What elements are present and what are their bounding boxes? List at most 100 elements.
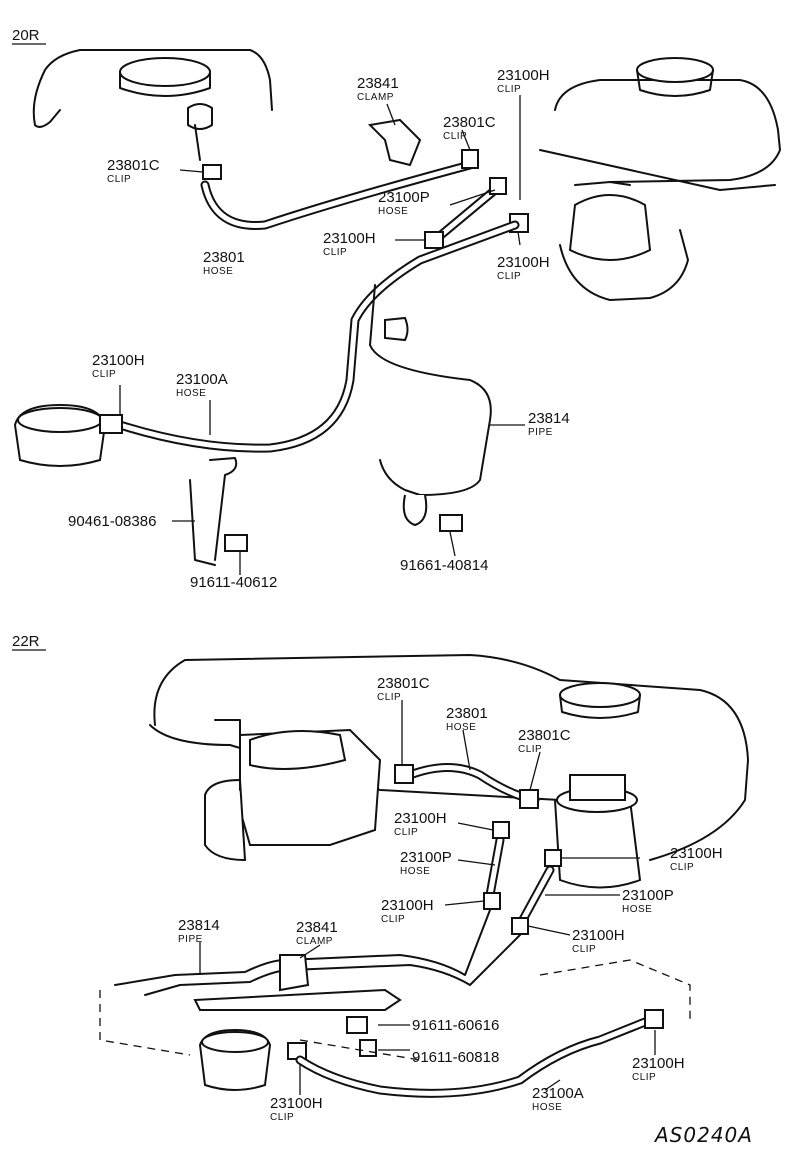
bolt-91661-40814-20r — [439, 514, 463, 532]
svg-text:CLIP: CLIP — [572, 944, 596, 955]
svg-text:23100H: 23100H — [92, 352, 145, 369]
svg-text:CLIP: CLIP — [670, 862, 694, 873]
label-23801c-clip-left-20r: 23801C CLIP — [107, 157, 160, 185]
label-23814-pipe-20r: 23814 PIPE — [528, 410, 570, 438]
svg-text:HOSE: HOSE — [400, 866, 430, 877]
pipe-23814-b-22r — [144, 934, 521, 996]
svg-text:23801: 23801 — [203, 249, 245, 266]
clip-23100h-b-22r — [483, 892, 501, 910]
label-23100a-hose-22r: 23100A HOSE — [532, 1085, 584, 1113]
leader-lines-22r — [199, 700, 656, 1095]
bolt-91611-60818-22r — [359, 1039, 377, 1057]
svg-text:CLIP: CLIP — [92, 369, 116, 380]
svg-text:23801C: 23801C — [518, 727, 571, 744]
svg-text:23814: 23814 — [528, 410, 570, 427]
pipe-lower-bracket-20r — [402, 494, 428, 527]
svg-text:23100P: 23100P — [378, 189, 430, 206]
clip-23100h-d-22r — [511, 917, 529, 935]
svg-text:23801: 23801 — [446, 705, 488, 722]
svg-text:CLIP: CLIP — [107, 174, 131, 185]
label-23100p-hose-left-22r: 23100P HOSE — [400, 849, 452, 877]
clip-23801c-left-22r — [394, 764, 414, 784]
label-23100h-clip-a-22r: 23100H CLIP — [394, 810, 447, 838]
svg-text:HOSE: HOSE — [203, 266, 233, 277]
svg-text:23100H: 23100H — [497, 254, 550, 271]
label-23100h-clip-e-22r: 23100H CLIP — [632, 1055, 685, 1083]
pipe-23814-20r — [369, 284, 492, 496]
section-label-22r: 22R — [12, 633, 40, 650]
pipe-bracket-20r — [384, 316, 409, 342]
label-91611-60818-22r: 91611-60818 — [412, 1049, 499, 1066]
svg-text:23100P: 23100P — [400, 849, 452, 866]
section-label-20r: 20R — [12, 27, 40, 44]
svg-text:CLIP: CLIP — [377, 692, 401, 703]
leader-lines-20r — [119, 95, 525, 575]
svg-text:23100H: 23100H — [394, 810, 447, 827]
label-23801-hose-20r: 23801 HOSE — [203, 249, 245, 277]
fuel-filter-20r — [13, 403, 123, 467]
svg-text:23801C: 23801C — [107, 157, 160, 174]
label-23100p-hose-20r: 23100P HOSE — [378, 189, 430, 217]
label-23100h-clip-top-20r: 23100H CLIP — [497, 67, 550, 95]
label-23100h-clip-filter-22r: 23100H CLIP — [270, 1095, 323, 1123]
svg-text:CLIP: CLIP — [518, 744, 542, 755]
svg-text:CLAMP: CLAMP — [296, 936, 333, 947]
svg-text:23100A: 23100A — [532, 1085, 584, 1102]
label-91661-40814-20r: 91661-40814 — [400, 557, 488, 574]
svg-text:PIPE: PIPE — [528, 427, 553, 438]
svg-text:23841: 23841 — [296, 919, 338, 936]
svg-text:HOSE: HOSE — [176, 388, 206, 399]
pipe-23814-a-22r — [114, 909, 491, 986]
svg-text:CLIP: CLIP — [323, 247, 347, 258]
label-23841-clamp-22r: 23841 CLAMP — [296, 919, 338, 947]
fuel-filter-22r — [198, 1028, 307, 1091]
svg-text:CLIP: CLIP — [270, 1112, 294, 1123]
clamp-23841-20r — [367, 118, 422, 167]
label-23814-pipe-22r: 23814 PIPE — [178, 917, 220, 945]
clamp-23841-22r — [279, 954, 310, 992]
fuel-tank-22r — [149, 654, 749, 861]
label-90461-08386-20r: 90461-08386 — [68, 513, 156, 530]
label-23100h-clip-right-20r: 23100H CLIP — [497, 254, 550, 282]
label-23100h-clip-left-20r: 23100H CLIP — [92, 352, 145, 380]
svg-text:HOSE: HOSE — [378, 206, 408, 217]
svg-text:23100A: 23100A — [176, 371, 228, 388]
svg-text:CLIP: CLIP — [497, 84, 521, 95]
clip-23100h-a-20r — [489, 177, 507, 195]
label-91611-60616-22r: 91611-60616 — [412, 1017, 499, 1034]
bolt-91611-40612-20r — [224, 534, 248, 552]
svg-text:CLIP: CLIP — [632, 1072, 656, 1083]
hose-23100p-right-22r — [515, 865, 555, 930]
svg-text:23100H: 23100H — [572, 927, 625, 944]
svg-text:23100H: 23100H — [632, 1055, 685, 1072]
bracket-90461-b-20r — [189, 479, 216, 566]
engine-block-22r — [204, 719, 382, 862]
bracket-bar-22r — [193, 988, 402, 1011]
label-23100a-hose-20r: 23100A HOSE — [176, 371, 228, 399]
svg-text:CLIP: CLIP — [443, 131, 467, 142]
label-23100p-hose-right-22r: 23100P HOSE — [622, 887, 674, 915]
svg-text:23801C: 23801C — [377, 675, 430, 692]
svg-text:23100H: 23100H — [670, 845, 723, 862]
label-91611-40612-20r: 91611-40612 — [190, 574, 277, 591]
clip-23801c-right-20r — [461, 149, 479, 169]
svg-text:23841: 23841 — [357, 75, 399, 92]
svg-text:23100P: 23100P — [622, 887, 674, 904]
hose-23100p-left-22r — [485, 835, 505, 900]
svg-text:HOSE: HOSE — [622, 904, 652, 915]
svg-text:CLIP: CLIP — [394, 827, 418, 838]
svg-text:HOSE: HOSE — [446, 722, 476, 733]
svg-text:PIPE: PIPE — [178, 934, 203, 945]
clip-23100h-b-20r — [424, 231, 444, 249]
hose-23801-22r — [405, 763, 540, 805]
dashed-enclosure-left-22r — [99, 990, 421, 1061]
hose-23100a-22r — [295, 1015, 655, 1098]
svg-text:23100H: 23100H — [381, 897, 434, 914]
label-23100h-clip-b-22r: 23100H CLIP — [381, 897, 434, 925]
hose-23100a-20r — [115, 220, 520, 453]
label-23801c-clip-right-20r: 23801C CLIP — [443, 114, 496, 142]
clip-23100h-c-22r — [544, 849, 562, 867]
svg-text:23100H: 23100H — [270, 1095, 323, 1112]
fuel-pump-22r — [553, 774, 642, 889]
hose-23801-20r — [200, 160, 475, 230]
